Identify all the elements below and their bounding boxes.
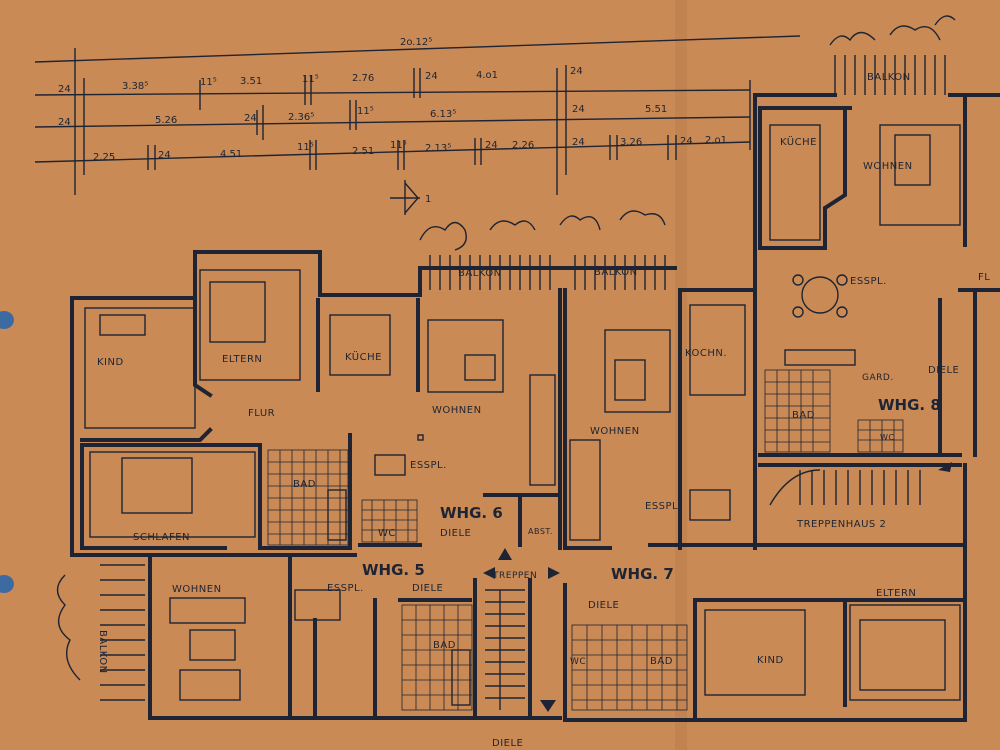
- section-marker-label: 1: [425, 194, 432, 205]
- room-treppenhaus-2: TREPPENHAUS 2: [796, 519, 886, 530]
- dim-r3-10: 3.26: [620, 137, 642, 148]
- room-gard: GARD.: [862, 373, 894, 383]
- dim-r3-7: 24: [485, 140, 498, 151]
- dim-r1-0: 24: [58, 84, 71, 95]
- room-eltern-left: ELTERN: [222, 354, 262, 365]
- unit-whg7: WHG. 7: [611, 565, 674, 583]
- room-diele-bottom: DIELE: [492, 738, 523, 749]
- room-abst: ABST.: [528, 527, 553, 536]
- room-esspl-6: ESSPL.: [410, 460, 447, 471]
- dim-r1-4: 11⁵: [302, 74, 319, 85]
- room-kochn: KOCHN.: [685, 348, 727, 359]
- dim-r3-11: 24: [680, 136, 693, 147]
- room-wc-7: WC: [570, 657, 586, 667]
- furniture: [56, 15, 961, 711]
- dim-r3-8: 2.26: [512, 140, 534, 151]
- room-diele-5: DIELE: [412, 583, 443, 594]
- binder-hole-bottom: [0, 575, 14, 593]
- dimension-row-3: 2.25 24 4.51 11⁵ 2.51 11⁵ 2.13⁵ 24 2.26 …: [93, 135, 727, 163]
- dim-r1-6: 24: [425, 71, 438, 82]
- room-bad-6: BAD: [293, 479, 316, 490]
- room-flur: FLUR: [248, 408, 275, 419]
- unit-whg8: WHG. 8: [878, 396, 941, 414]
- room-bad-5: BAD: [433, 640, 456, 651]
- dim-r2-3: 2.36⁵: [288, 112, 314, 123]
- dim-r1-2: 11⁵: [200, 77, 217, 88]
- room-kueche-6: KÜCHE: [345, 350, 382, 363]
- room-kind-right: KIND: [757, 655, 784, 666]
- room-fl-right: FL: [978, 272, 990, 283]
- room-esspl-8: ESSPL.: [850, 276, 887, 287]
- room-treppen: TREPPEN: [492, 571, 537, 581]
- dim-r2-0: 24: [58, 117, 71, 128]
- dim-r3-4: 2.51: [352, 146, 374, 157]
- room-wc-6: WC: [378, 528, 396, 539]
- section-marker: 1: [390, 180, 432, 215]
- unit-whg6: WHG. 6: [440, 504, 503, 522]
- dim-r3-0: 2.25: [93, 152, 115, 163]
- unit-whg5: WHG. 5: [362, 561, 425, 579]
- room-balkon-7: BALKON: [594, 267, 638, 278]
- dimension-row-2: 24 5.26 24 2.36⁵ 11⁵ 6.13⁵ 24 5.51: [58, 104, 667, 128]
- dim-r3-3: 11⁵: [297, 142, 314, 153]
- dim-r3-6: 2.13⁵: [425, 143, 451, 154]
- room-kueche-8: KÜCHE: [780, 135, 817, 148]
- room-bad-8: BAD: [792, 410, 815, 421]
- dim-r3-12: 2.o1: [705, 135, 727, 146]
- dim-r3-5: 11⁵: [390, 140, 407, 151]
- dim-r1-8: 24: [570, 66, 583, 77]
- dimension-lines: [34, 35, 801, 195]
- dim-r2-1: 5.26: [155, 115, 177, 126]
- room-diele-6: DIELE: [440, 528, 471, 539]
- entrance-arrows: [483, 462, 952, 712]
- room-wohnen-5: WOHNEN: [172, 584, 222, 595]
- room-diele-8: DIELE: [928, 365, 959, 376]
- room-balkon-8: BALKON: [867, 72, 911, 83]
- walls: [70, 93, 1000, 722]
- dim-r1-3: 3.51: [240, 76, 262, 87]
- dim-r3-9: 24: [572, 137, 585, 148]
- binder-hole-top: [0, 311, 14, 329]
- room-esspl-7: ESSPL.: [645, 501, 682, 512]
- dim-total: 2o.12⁵: [400, 37, 432, 48]
- dim-r2-4: 11⁵: [357, 106, 374, 117]
- room-esspl-5: ESSPL.: [327, 583, 364, 594]
- dim-r2-5: 6.13⁵: [430, 109, 456, 120]
- room-wohnen-7: WOHNEN: [590, 426, 640, 437]
- unit-labels: WHG. 6 WHG. 5 WHG. 7 WHG. 8: [362, 396, 941, 583]
- room-balkon-5: BALKON: [97, 630, 108, 674]
- room-balkon-6: BALKON: [458, 268, 502, 279]
- dimension-row-1: 24 3.38⁵ 11⁵ 3.51 11⁵ 2.76 24 4.o1 24: [58, 66, 583, 95]
- room-kind-left: KIND: [97, 357, 124, 368]
- dim-r3-1: 24: [158, 150, 171, 161]
- room-diele-7: DIELE: [588, 600, 619, 611]
- room-bad-7: BAD: [650, 656, 673, 667]
- room-schlafen: SCHLAFEN: [133, 532, 190, 543]
- dim-r2-7: 5.51: [645, 104, 667, 115]
- room-wohnen-6: WOHNEN: [432, 405, 482, 416]
- dim-r2-6: 24: [572, 104, 585, 115]
- dim-r3-2: 4.51: [220, 149, 242, 160]
- room-labels: KIND ELTERN KÜCHE WOHNEN FLUR ESSPL. BAD…: [97, 72, 990, 749]
- dim-r1-5: 2.76: [352, 73, 374, 84]
- dim-r1-1: 3.38⁵: [122, 81, 148, 92]
- room-wohnen-8: WOHNEN: [863, 161, 913, 172]
- dim-r1-7: 4.o1: [476, 70, 498, 81]
- room-eltern-right: ELTERN: [876, 588, 916, 599]
- dim-r2-2: 24: [244, 113, 257, 124]
- room-wc-8: WC: [880, 433, 895, 442]
